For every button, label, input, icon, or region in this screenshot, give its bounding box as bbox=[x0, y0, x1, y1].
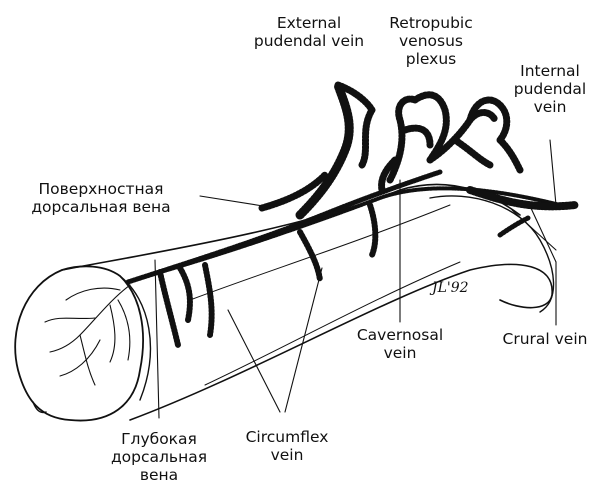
label-superficial-dorsal-line1: Поверхностная bbox=[2, 180, 200, 198]
external-pudendal-vein bbox=[300, 85, 349, 215]
artist-signature: JL'92 bbox=[432, 280, 469, 296]
label-deep-dorsal-line1: Глубокая bbox=[100, 430, 218, 448]
label-cavernosal-line2: vein bbox=[345, 344, 455, 362]
label-internal-pudendal-line3: vein bbox=[505, 98, 595, 116]
label-superficial-dorsal-vein: Поверхностная дорсальная вена bbox=[2, 180, 200, 216]
label-retropubic-line3: plexus bbox=[376, 50, 486, 68]
label-internal-pudendal-vein: Internal pudendal vein bbox=[505, 62, 595, 116]
label-cavernosal-line1: Cavernosal bbox=[345, 326, 455, 344]
label-crural-line1: Crural vein bbox=[496, 330, 594, 348]
label-circumflex-vein: Circumflex vein bbox=[232, 428, 342, 464]
label-external-pudendal-line1: External bbox=[250, 14, 368, 32]
corona-edge bbox=[120, 276, 150, 400]
glans-vein-branches bbox=[45, 285, 130, 385]
label-retropubic-plexus: Retropubic venosus plexus bbox=[376, 14, 486, 68]
label-circumflex-line1: Circumflex bbox=[232, 428, 342, 446]
label-superficial-dorsal-line2: дорсальная вена bbox=[2, 198, 200, 216]
leader-lines bbox=[155, 140, 556, 418]
label-external-pudendal-vein: External pudendal vein bbox=[250, 14, 368, 50]
label-internal-pudendal-line1: Internal bbox=[505, 62, 595, 80]
label-crural-vein: Crural vein bbox=[496, 330, 594, 348]
label-retropubic-line2: venosus bbox=[376, 32, 486, 50]
label-external-pudendal-line2: pudendal vein bbox=[250, 32, 368, 50]
label-internal-pudendal-line2: pudendal bbox=[505, 80, 595, 98]
label-circumflex-line2: vein bbox=[232, 446, 342, 464]
retropubic-plexus bbox=[382, 95, 520, 190]
shaft-lower-outline bbox=[130, 264, 552, 420]
label-deep-dorsal-line2: дорсальная bbox=[100, 448, 218, 466]
label-cavernosal-vein: Cavernosal vein bbox=[345, 326, 455, 362]
label-deep-dorsal-line3: вена bbox=[100, 466, 218, 484]
label-retropubic-line1: Retropubic bbox=[376, 14, 486, 32]
label-deep-dorsal-vein: Глубокая дорсальная вена bbox=[100, 430, 218, 484]
